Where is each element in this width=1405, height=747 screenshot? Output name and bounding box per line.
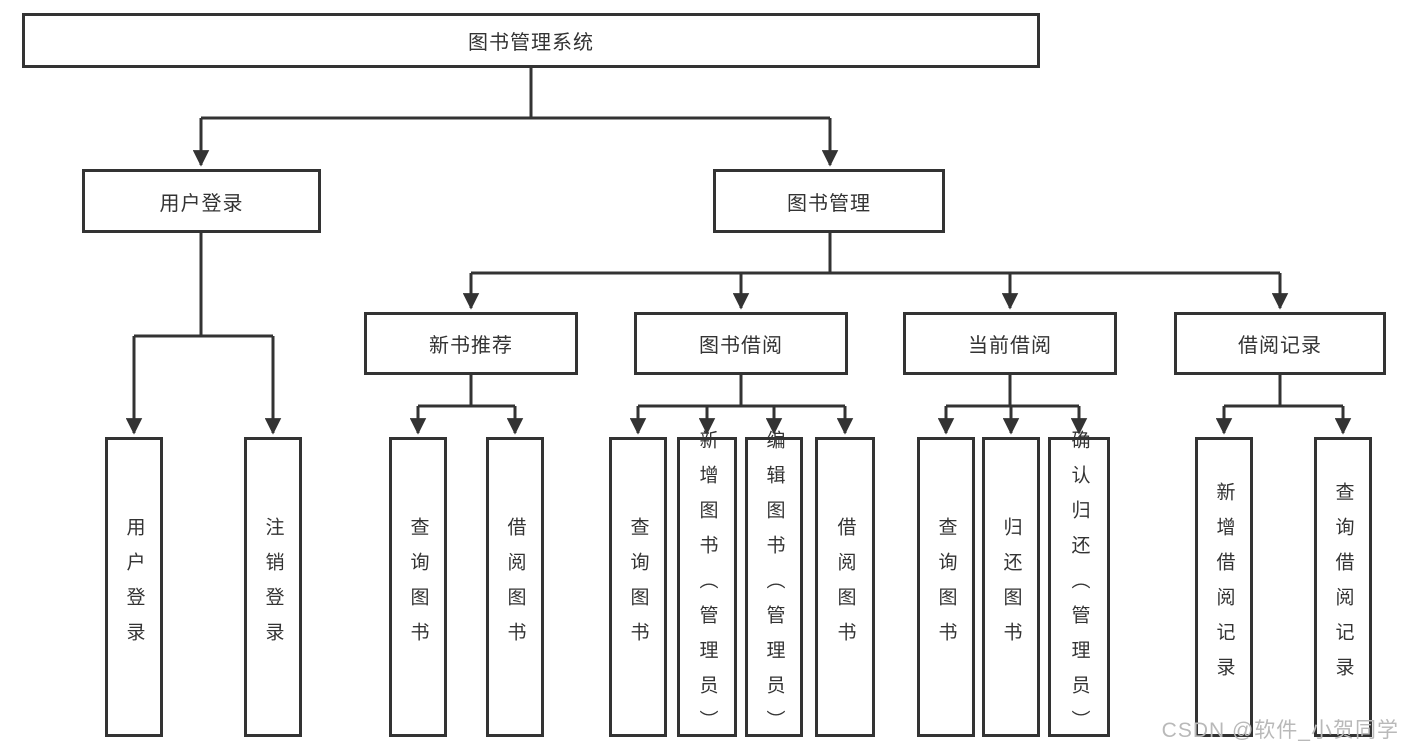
node-book-borrow: 图书借阅 [634, 312, 848, 375]
leaf-query-books-borrow: 查询图书 [609, 437, 667, 737]
leaf-logout: 注销登录 [244, 437, 302, 737]
csdn-watermark: CSDN @软件_小贺同学 [1161, 719, 1399, 742]
node-root: 图书管理系统 [22, 13, 1040, 68]
leaf-edit-book-admin: 编辑图书（管理员） [745, 430, 803, 745]
leaf-add-borrow-record-label: 新增借阅记录 [1213, 482, 1235, 692]
leaf-add-book-admin-label: 新增图书（管理员） [696, 429, 718, 745]
leaf-borrow-books-label: 借阅图书 [834, 517, 856, 657]
leaf-query-books-current-label: 查询图书 [935, 517, 957, 657]
leaf-query-books-recommend: 查询图书 [389, 437, 447, 737]
leaf-borrow-books-recommend: 借阅图书 [486, 437, 544, 737]
leaf-query-borrow-record: 查询借阅记录 [1314, 437, 1372, 737]
leaf-query-books-borrow-label: 查询图书 [627, 517, 649, 657]
leaf-user-login: 用户登录 [105, 437, 163, 737]
leaf-query-books-current: 查询图书 [917, 437, 975, 737]
leaf-confirm-return-admin-label: 确认归还（管理员） [1068, 429, 1090, 745]
node-current-borrow: 当前借阅 [903, 312, 1117, 375]
node-book-management: 图书管理 [713, 169, 945, 233]
leaf-logout-label: 注销登录 [262, 517, 284, 657]
leaf-return-book: 归还图书 [982, 437, 1040, 737]
leaf-query-books-recommend-label: 查询图书 [407, 517, 429, 657]
leaf-user-login-label: 用户登录 [123, 517, 145, 657]
leaf-edit-book-admin-label: 编辑图书（管理员） [763, 429, 785, 745]
leaf-query-borrow-record-label: 查询借阅记录 [1332, 482, 1354, 692]
node-new-book-recommend: 新书推荐 [364, 312, 578, 375]
node-user-login: 用户登录 [82, 169, 321, 233]
leaf-borrow-books-recommend-label: 借阅图书 [504, 517, 526, 657]
leaf-return-book-label: 归还图书 [1000, 517, 1022, 657]
leaf-add-borrow-record: 新增借阅记录 [1195, 437, 1253, 737]
leaf-confirm-return-admin: 确认归还（管理员） [1048, 430, 1110, 745]
node-borrow-records: 借阅记录 [1174, 312, 1386, 375]
leaf-add-book-admin: 新增图书（管理员） [677, 430, 737, 745]
leaf-borrow-books: 借阅图书 [815, 437, 875, 737]
